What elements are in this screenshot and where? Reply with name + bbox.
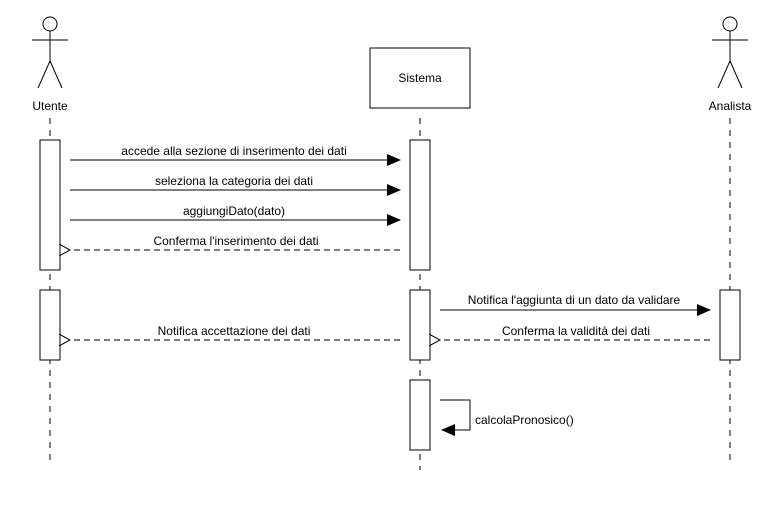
message-arrow-8 xyxy=(440,399,471,436)
activation-sistema-1 xyxy=(409,139,431,271)
actor-utente-icon xyxy=(32,16,68,89)
activation-analista-1 xyxy=(719,289,741,361)
activation-utente-2 xyxy=(39,289,61,361)
actor-analista-icon xyxy=(712,16,748,89)
message-label-2: seleziona la categoria dei dati xyxy=(155,174,313,188)
message-label-5: Notifica l'aggiunta di un dato da valida… xyxy=(468,293,681,307)
activation-sistema-2 xyxy=(409,289,431,361)
message-label-7: Notifica accettazione dei dati xyxy=(158,324,311,338)
participant-sistema-box xyxy=(369,47,471,109)
participant-sistema-label: Sistema xyxy=(398,71,442,85)
message-label-8: calcolaPronosico() xyxy=(475,413,574,427)
participant-utente-label: Utente xyxy=(32,99,68,113)
message-label-4: Conferma l'inserimento dei dati xyxy=(153,234,318,248)
participant-analista-label: Analista xyxy=(709,99,752,113)
activation-sistema-3 xyxy=(409,379,431,451)
message-label-6: Conferma la validità dei dati xyxy=(502,324,650,338)
message-label-3: aggiungiDato(dato) xyxy=(183,204,285,218)
activation-utente-1 xyxy=(39,139,61,271)
message-label-1: accede alla sezione di inserimento dei d… xyxy=(121,144,346,158)
